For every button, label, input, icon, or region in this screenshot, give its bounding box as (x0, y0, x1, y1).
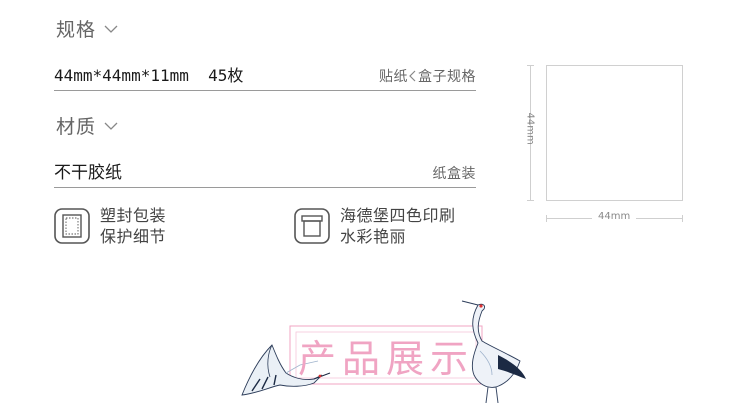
dimension-tick (527, 65, 534, 66)
spec-side-box: 盒子规格 (418, 69, 476, 85)
feature-1-line2: 保护细节 (100, 227, 167, 246)
box-outline (546, 65, 683, 201)
right-crane-icon (461, 300, 526, 404)
spec-side-sticker: 贴纸 (379, 69, 408, 85)
feature-printing: 海德堡四色印刷 水彩艳丽 (294, 205, 456, 247)
spec-section-title[interactable]: 规格 (56, 15, 118, 42)
material-side-text: 纸盒装 (432, 166, 476, 182)
crane-illustration (241, 300, 526, 404)
chevron-down-icon (104, 122, 118, 130)
showcase-title: 产品展示 (297, 336, 474, 381)
dimension-width-label: 44mm (592, 211, 637, 222)
material-main-text: 不干胶纸 (54, 163, 122, 183)
chevron-left-icon (409, 70, 416, 82)
feature-2-line2: 水彩艳丽 (340, 227, 407, 246)
dimension-height-label: 44mm (524, 112, 536, 145)
feature-sealed-package: 塑封包装 保护细节 (54, 205, 166, 247)
dimension-tick (546, 215, 547, 222)
box-lid-icon (294, 208, 330, 244)
dimension-line-vertical (530, 65, 531, 201)
material-row: 不干胶纸 纸盒装 (54, 158, 476, 188)
spec-side-labels: 贴纸盒子规格 (379, 66, 476, 86)
dimension-tick (682, 215, 683, 222)
left-crane-icon (241, 344, 331, 396)
spec-size-text: 44mm*44mm*11mm 45枚 (54, 66, 244, 85)
sealed-package-icon (54, 208, 90, 244)
feature-1-line1: 塑封包装 (100, 206, 167, 225)
dimension-tick (527, 200, 534, 201)
spec-title-label: 规格 (56, 19, 97, 41)
material-section-title[interactable]: 材质 (56, 112, 118, 139)
material-title-label: 材质 (56, 116, 97, 138)
spec-row: 44mm*44mm*11mm 45枚 贴纸盒子规格 (54, 62, 476, 91)
feature-2-line1: 海德堡四色印刷 (340, 206, 456, 225)
chevron-down-icon (104, 25, 118, 33)
